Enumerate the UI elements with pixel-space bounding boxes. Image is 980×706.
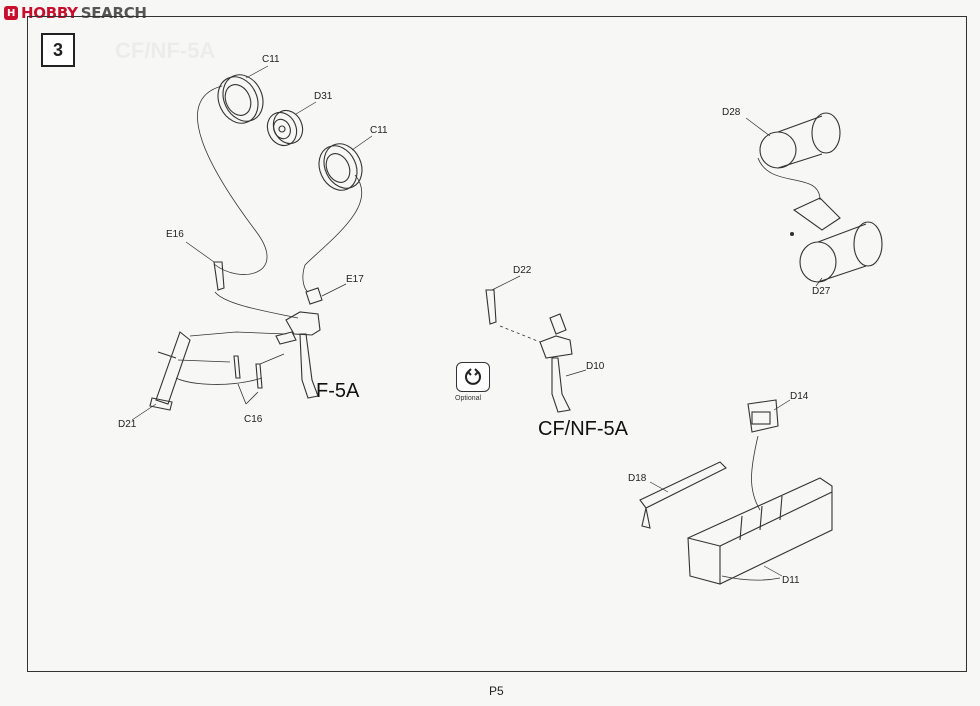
part-label-e17: E17 bbox=[346, 274, 364, 285]
door-d21 bbox=[149, 331, 191, 411]
variant-label-f5a: F-5A bbox=[316, 380, 360, 402]
part-label-e16: E16 bbox=[166, 229, 184, 240]
watermark-brand-hobby: HOBBY bbox=[21, 4, 78, 22]
page-number: P5 bbox=[489, 684, 504, 698]
watermark: H HOBBY SEARCH bbox=[4, 4, 147, 22]
wheel-hub-d31 bbox=[266, 109, 304, 147]
nozzle-d28 bbox=[759, 112, 841, 169]
gear-strut-cfnf5a bbox=[539, 313, 573, 413]
page-frame bbox=[27, 16, 967, 672]
bay-d11 bbox=[687, 477, 833, 585]
wheel-c11-right bbox=[318, 143, 363, 191]
link-d22 bbox=[485, 289, 497, 325]
part-label-c11: C11 bbox=[262, 54, 280, 65]
pins-c16 bbox=[233, 355, 263, 389]
part-label-d14: D14 bbox=[790, 391, 809, 402]
step-number: 3 bbox=[41, 33, 75, 67]
watermark-brand-search: SEARCH bbox=[80, 4, 147, 22]
link-e16 bbox=[213, 261, 225, 291]
part-label-d27: D27 bbox=[812, 286, 831, 297]
nozzle-d27 bbox=[792, 197, 883, 283]
optional-icon bbox=[456, 362, 490, 392]
part-label-d22: D22 bbox=[513, 265, 532, 276]
part-label-d18: D18 bbox=[628, 473, 647, 484]
gear-strut-f5a bbox=[275, 287, 323, 399]
panel-d18 bbox=[639, 461, 727, 529]
bracket-d14 bbox=[747, 399, 779, 433]
leader-lines bbox=[131, 65, 823, 577]
wheel-c11-top bbox=[217, 74, 264, 124]
variant-label-cfnf5a: CF/NF-5A bbox=[538, 418, 628, 440]
part-label-d31: D31 bbox=[314, 91, 333, 102]
part-label-d11: D11 bbox=[782, 575, 800, 586]
part-label-d10: D10 bbox=[586, 361, 605, 372]
optional-label: Optional bbox=[455, 395, 482, 402]
part-label-d21: D21 bbox=[118, 419, 137, 430]
part-label-c16: C16 bbox=[244, 414, 263, 425]
part-label-c11-right: C11 bbox=[370, 125, 388, 136]
watermark-logo-icon: H bbox=[4, 6, 18, 20]
faded-background-text: CF/NF-5A bbox=[115, 38, 216, 63]
part-label-d28: D28 bbox=[722, 107, 741, 118]
